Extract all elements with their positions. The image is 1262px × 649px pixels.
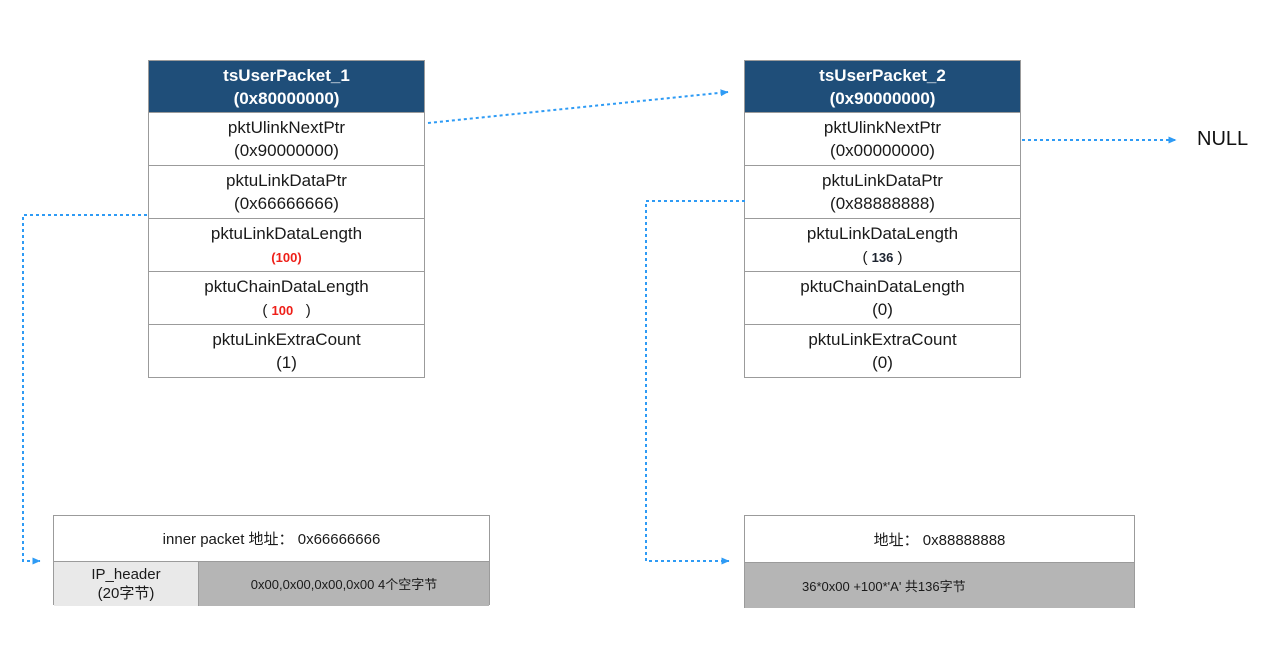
buffer2-data-cell: 36*0x00 +100*'A' 共136字节 <box>745 562 1134 608</box>
arrow-packet2-dataptr-to-buffer2 <box>645 200 745 565</box>
value-number: 0x88888888 <box>835 194 930 213</box>
field-label: pktuLinkDataPtr <box>226 171 347 190</box>
field-value: ( 136 ) <box>862 245 902 269</box>
value-open-paren: ( <box>872 300 878 319</box>
packet2-title: tsUserPacket_2 <box>819 65 946 85</box>
value-open-paren: ( <box>271 249 276 265</box>
packet2-row-dataptr: pktuLinkDataPtr (0x88888888) <box>745 165 1020 218</box>
value-close-paren: ) <box>333 194 339 213</box>
buffer1-cells: IP_header (20字节) 0x00,0x00,0x00,0x00 4个空… <box>54 561 489 606</box>
value-close-paren: ) <box>297 249 302 265</box>
value-number: 1 <box>281 353 292 372</box>
value-number: 0 <box>877 353 888 372</box>
value-number: 0x66666666 <box>239 194 334 213</box>
field-value: (0x00000000) <box>830 139 935 162</box>
packet2-row-datalength: pktuLinkDataLength ( 136 ) <box>745 218 1020 271</box>
ip-header-size: (20字节) <box>97 584 155 602</box>
value-number: 0 <box>877 300 888 319</box>
arrow-packet1-next-to-packet2 <box>427 89 729 124</box>
field-label: pktuChainDataLength <box>800 277 965 296</box>
field-label: pktuLinkExtraCount <box>808 330 957 349</box>
value-open-paren: ( <box>862 248 872 266</box>
value-open-paren: ( <box>872 353 878 372</box>
packet2-row-nextptr: pktUlinkNextPtr (0x00000000) <box>745 112 1020 165</box>
buffer1-title: inner packet 地址： 0x66666666 <box>54 516 489 561</box>
value-number: 136 <box>871 249 894 265</box>
buffer1-data-cell: 0x00,0x00,0x00,0x00 4个空字节 <box>199 562 489 606</box>
packet1-header: tsUserPacket_1 (0x80000000) <box>149 61 424 112</box>
field-value: (0x90000000) <box>234 139 339 162</box>
value-open-paren: ( <box>234 194 240 213</box>
buffer2-box: 地址： 0x88888888 36*0x00 +100*'A' 共136字节 <box>744 515 1135 608</box>
packet2-row-chainlength: pktuChainDataLength (0) <box>745 271 1020 324</box>
buffer1-box: inner packet 地址： 0x66666666 IP_header (2… <box>53 515 490 606</box>
value-close-paren: ) <box>333 141 339 160</box>
field-label: pktuChainDataLength <box>204 276 369 296</box>
packet1-address: (0x80000000) <box>233 88 340 108</box>
buffer2-title: 地址： 0x88888888 <box>745 516 1134 562</box>
value-close-paren: ) <box>929 194 935 213</box>
value-number: 100 <box>271 302 294 318</box>
field-value: (0) <box>872 298 893 321</box>
value-close-paren: ) <box>293 301 311 319</box>
packet1-row-extracount: pktuLinkExtraCount (1) <box>149 324 424 377</box>
field-value: (0) <box>872 351 893 374</box>
packet2-address: (0x90000000) <box>829 88 936 108</box>
value-open-paren: ( <box>276 353 282 372</box>
packet1-row-datalength: pktuLinkDataLength (100) <box>149 218 424 271</box>
value-open-paren: ( <box>234 141 240 160</box>
field-value: (1) <box>276 351 297 374</box>
arrow-packet1-dataptr-to-buffer1 <box>22 214 147 565</box>
packet2-header: tsUserPacket_2 (0x90000000) <box>745 61 1020 112</box>
value-number: 100 <box>275 249 298 265</box>
field-label: pktUlinkNextPtr <box>823 118 942 137</box>
value-number: 0x00000000 <box>835 141 930 160</box>
packet2-table: tsUserPacket_2 (0x90000000) pktUlinkNext… <box>744 60 1021 378</box>
value-close-paren: ) <box>929 141 935 160</box>
value-open-paren: ( <box>262 301 272 319</box>
field-label: pktuLinkDataPtr <box>822 171 943 190</box>
buffer1-ip-header-cell: IP_header (20字节) <box>54 562 199 606</box>
value-open-paren: ( <box>830 194 836 213</box>
value-close-paren: ) <box>887 300 893 319</box>
field-label: pktuLinkDataLength <box>210 223 363 243</box>
field-value: (100) <box>271 245 301 269</box>
packet1-row-chainlength: pktuChainDataLength ( 100 ) <box>149 271 424 324</box>
value-close-paren: ) <box>291 353 297 372</box>
ip-header-label: IP_header <box>91 565 161 583</box>
packet1-row-nextptr: pktUlinkNextPtr (0x90000000) <box>149 112 424 165</box>
field-value: (0x88888888) <box>830 192 935 215</box>
field-label: pktuLinkExtraCount <box>212 330 361 349</box>
value-close-paren: ) <box>893 248 903 266</box>
packet1-title: tsUserPacket_1 <box>223 65 350 85</box>
field-value: ( 100 ) <box>262 298 310 322</box>
field-value: (0x66666666) <box>234 192 339 215</box>
packet1-row-dataptr: pktuLinkDataPtr (0x66666666) <box>149 165 424 218</box>
value-open-paren: ( <box>830 141 836 160</box>
value-number: 0x90000000 <box>239 141 334 160</box>
field-label: pktuLinkDataLength <box>806 223 959 243</box>
packet2-row-extracount: pktuLinkExtraCount (0) <box>745 324 1020 377</box>
null-label: NULL <box>1197 128 1249 150</box>
packet1-table: tsUserPacket_1 (0x80000000) pktUlinkNext… <box>148 60 425 378</box>
field-label: pktUlinkNextPtr <box>227 118 346 137</box>
value-close-paren: ) <box>887 353 893 372</box>
